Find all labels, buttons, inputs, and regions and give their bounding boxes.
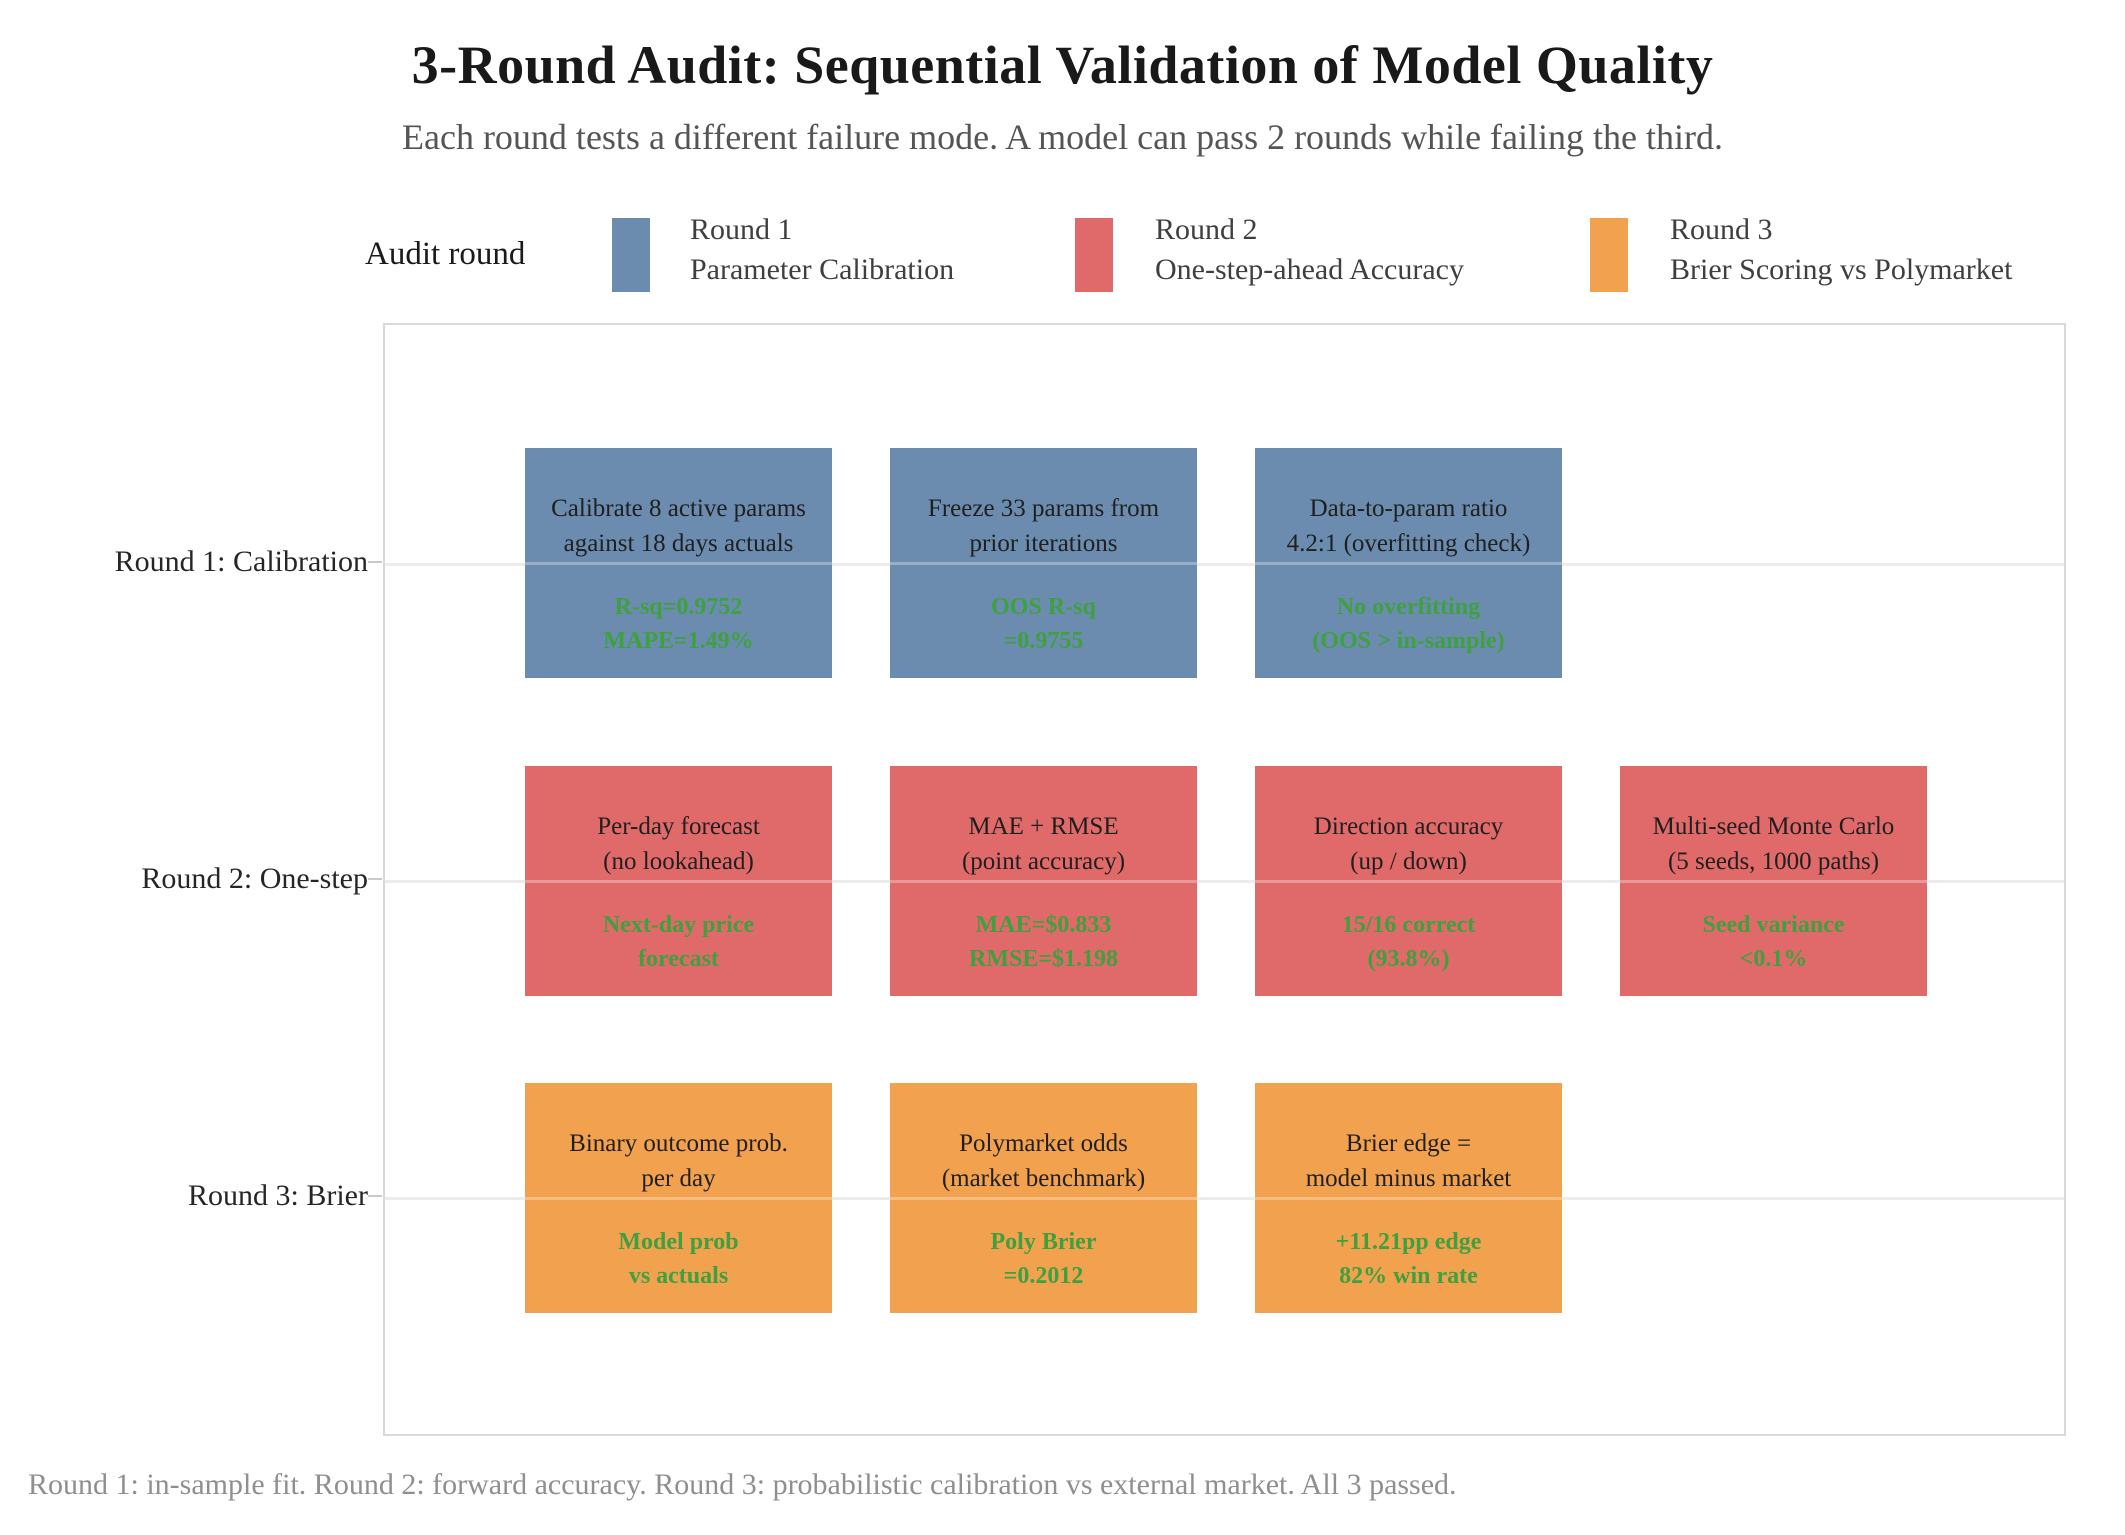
box-result: Model prob vs actuals bbox=[618, 1229, 739, 1289]
box-description: Calibrate 8 active params against 18 day… bbox=[551, 495, 806, 557]
box-result: 15/16 correct (93.8%) bbox=[1341, 912, 1476, 972]
panel-gridline bbox=[385, 880, 2064, 883]
box-divider bbox=[890, 562, 1197, 565]
audit-box: Multi-seed Monte Carlo (5 seeds, 1000 pa… bbox=[1620, 766, 1927, 996]
box-divider bbox=[525, 562, 832, 565]
axis-tick bbox=[368, 878, 382, 880]
box-result: Poly Brier =0.2012 bbox=[990, 1229, 1097, 1289]
audit-box: Data-to-param ratio 4.2:1 (overfitting c… bbox=[1255, 448, 1562, 678]
audit-box: MAE + RMSE (point accuracy) MAE=$0.833 RM… bbox=[890, 766, 1197, 996]
box-divider bbox=[525, 880, 832, 883]
audit-box: Polymarket odds (market benchmark) Poly B… bbox=[890, 1083, 1197, 1313]
box-divider bbox=[890, 1197, 1197, 1200]
plot-panel: Calibrate 8 active params against 18 day… bbox=[383, 323, 2066, 1436]
legend: Audit round Round 1 Parameter Calibration… bbox=[0, 210, 2125, 310]
legend-item-name: One-step-ahead Accuracy bbox=[1155, 253, 1464, 286]
row-label: Round 3: Brier bbox=[188, 1179, 368, 1212]
box-description: Binary outcome prob. per day bbox=[569, 1130, 788, 1192]
audit-box: Direction accuracy (up / down) 15/16 corr… bbox=[1255, 766, 1562, 996]
box-description: MAE + RMSE (point accuracy) bbox=[961, 813, 1126, 875]
panel-gridline bbox=[385, 1197, 2064, 1200]
legend-item-round: Round 3 bbox=[1670, 213, 1773, 246]
box-description: Per-day forecast (no lookahead) bbox=[597, 813, 760, 875]
legend-item-label: Round 2 One-step-ahead Accuracy bbox=[1155, 210, 1464, 290]
box-description: Multi-seed Monte Carlo (5 seeds, 1000 pa… bbox=[1652, 813, 1895, 875]
audit-box: Brier edge = model minus market +11.21pp … bbox=[1255, 1083, 1562, 1313]
box-result: MAE=$0.833 RMSE=$1.198 bbox=[968, 912, 1118, 972]
audit-box: Calibrate 8 active params against 18 day… bbox=[525, 448, 832, 678]
axis-tick bbox=[368, 561, 382, 563]
box-divider bbox=[890, 880, 1197, 883]
box-result: Seed variance <0.1% bbox=[1702, 912, 1845, 972]
box-description: Direction accuracy (up / down) bbox=[1313, 813, 1504, 875]
box-divider bbox=[1620, 880, 1927, 883]
figure-caption: Round 1: in-sample fit. Round 2: forward… bbox=[28, 1468, 1457, 1501]
row-label: Round 1: Calibration bbox=[114, 545, 368, 578]
row-label: Round 2: One-step bbox=[141, 862, 368, 895]
box-description: Data-to-param ratio 4.2:1 (overfitting c… bbox=[1286, 495, 1531, 557]
figure-title: 3-Round Audit: Sequential Validation of … bbox=[411, 35, 1714, 95]
box-description: Freeze 33 params from prior iterations bbox=[927, 495, 1160, 557]
figure-subtitle: Each round tests a different failure mod… bbox=[402, 117, 1723, 157]
legend-title: Audit round bbox=[365, 236, 526, 272]
box-description: Brier edge = model minus market bbox=[1305, 1130, 1512, 1192]
legend-swatch bbox=[1590, 218, 1628, 292]
box-result: OOS R-sq =0.9755 bbox=[991, 594, 1096, 654]
legend-swatch bbox=[612, 218, 650, 292]
legend-item-label: Round 1 Parameter Calibration bbox=[690, 210, 954, 290]
box-result: +11.21pp edge 82% win rate bbox=[1335, 1229, 1482, 1289]
legend-item-name: Parameter Calibration bbox=[690, 253, 955, 286]
box-result: Next-day price forecast bbox=[602, 912, 755, 972]
box-result: No overfitting (OOS > in-sample) bbox=[1312, 594, 1505, 654]
box-description: Polymarket odds (market benchmark) bbox=[941, 1130, 1146, 1192]
box-result: R-sq=0.9752 MAPE=1.49% bbox=[603, 594, 754, 654]
box-divider bbox=[1255, 562, 1562, 565]
legend-swatch bbox=[1075, 218, 1113, 292]
legend-item-label: Round 3 Brier Scoring vs Polymarket bbox=[1670, 210, 2012, 290]
box-divider bbox=[1255, 880, 1562, 883]
panel-gridline bbox=[385, 563, 2064, 566]
axis-tick bbox=[368, 1195, 382, 1197]
legend-item-round: Round 2 bbox=[1155, 213, 1258, 246]
box-divider bbox=[1255, 1197, 1562, 1200]
audit-box: Per-day forecast (no lookahead) Next-day … bbox=[525, 766, 832, 996]
legend-item-name: Brier Scoring vs Polymarket bbox=[1670, 253, 2013, 286]
box-divider bbox=[525, 1197, 832, 1200]
legend-item-round: Round 1 bbox=[690, 213, 793, 246]
